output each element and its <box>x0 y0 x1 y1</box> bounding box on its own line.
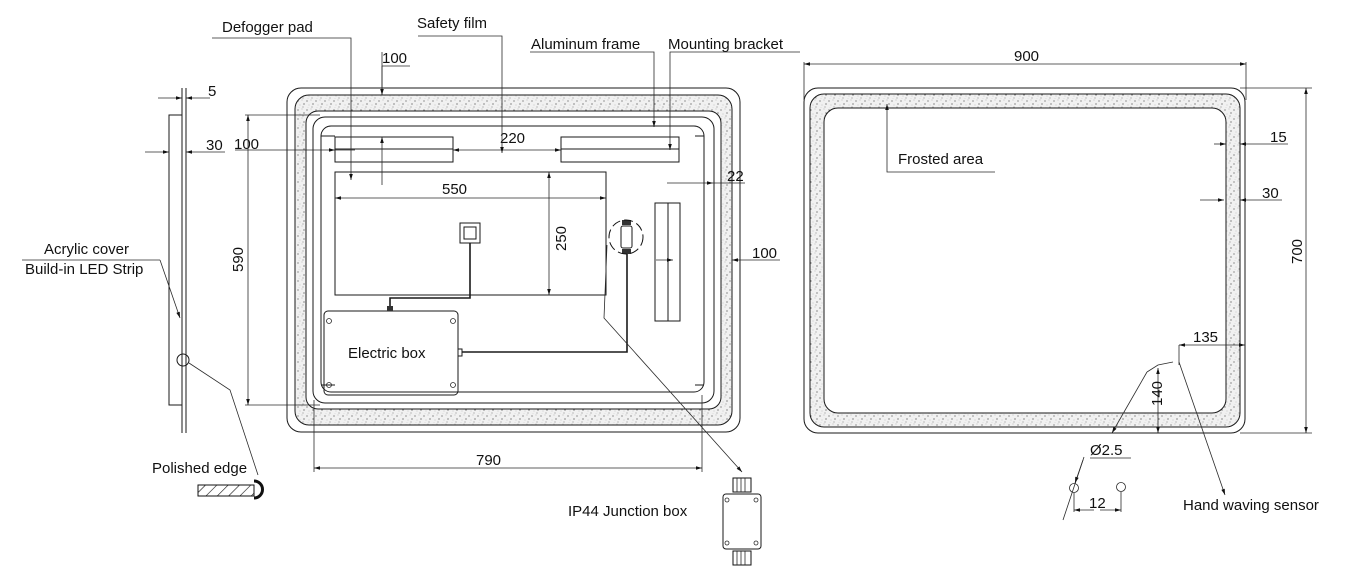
mirror-outline <box>803 87 1246 434</box>
gland-bottom <box>732 550 752 566</box>
dim-frost-inset: 15 <box>1270 129 1287 146</box>
label-polished-edge: Polished edge <box>152 460 247 477</box>
dim-sensor-x: 135 <box>1193 329 1218 346</box>
detail-circle-sensor <box>608 219 644 255</box>
side-view: 5 30 Acrylic cover Build-in LED Strip Po… <box>22 83 264 500</box>
label-aluminum-frame: Aluminum frame <box>531 36 640 53</box>
label-defogger-pad: Defogger pad <box>222 19 313 36</box>
sensor-wire <box>462 250 628 353</box>
sensor-marker <box>1146 361 1174 373</box>
box-port <box>457 348 463 357</box>
back-view: Electric box 100 100 590 220 550 <box>212 15 800 473</box>
sensor-module <box>620 225 633 249</box>
dim-frost-width: 30 <box>1262 185 1279 202</box>
aluminum-frame <box>312 116 715 404</box>
dim-defogger-width: 550 <box>442 181 467 198</box>
screw-icon <box>450 382 456 388</box>
dim-bracket-gap: 220 <box>500 130 525 147</box>
dim-width: 790 <box>476 452 501 469</box>
label-frosted-area: Frosted area <box>898 151 984 168</box>
label-acrylic-cover: Acrylic cover <box>44 241 129 258</box>
gland-top <box>732 477 752 493</box>
dim-defogger-height: 250 <box>553 226 570 251</box>
detail-circle <box>176 353 190 367</box>
label-junction-box: IP44 Junction box <box>568 503 688 520</box>
screw-icon <box>450 318 456 324</box>
dim-sensor-y: 140 <box>1149 381 1166 406</box>
leader-arrow <box>159 259 181 319</box>
frame-inner <box>320 125 705 393</box>
label-sensor: Hand waving sensor <box>1183 497 1319 514</box>
junction-box: IP44 Junction box <box>568 477 762 566</box>
leader-arrow <box>1111 371 1148 434</box>
leader-arrow <box>1074 459 1084 484</box>
front-view: 900 700 15 30 Frosted area 135 140 <box>803 48 1319 521</box>
dim-mirror-width: 900 <box>1014 48 1039 65</box>
junction-box-body <box>722 493 762 550</box>
dim-glass-thickness: 5 <box>208 83 216 100</box>
frame-profile <box>168 114 182 406</box>
hatched-glass-section <box>197 484 255 497</box>
leader-arrow <box>885 104 995 173</box>
screw-icon <box>724 540 730 546</box>
polished-edge-icon <box>253 479 264 500</box>
dim-height: 590 <box>230 247 247 272</box>
leader-arrow <box>1178 361 1226 496</box>
leader-arrow <box>668 51 800 150</box>
cable-gland-icon <box>387 306 393 311</box>
label-electric-box: Electric box <box>348 345 426 362</box>
dim-left-offset: 100 <box>234 136 259 153</box>
label-safety-film: Safety film <box>417 15 487 32</box>
leader-arrow <box>530 51 656 127</box>
frosted-band <box>294 94 733 426</box>
frosted-border <box>809 93 1241 428</box>
dim-mirror-height: 700 <box>1289 239 1306 264</box>
dim-depth: 30 <box>206 137 223 154</box>
leader-arrow <box>418 35 504 153</box>
dim-frame-inset: 22 <box>727 168 744 185</box>
defogger-connector-inner <box>463 226 477 240</box>
screw-icon <box>753 540 759 546</box>
sensor-hole <box>1069 483 1079 493</box>
screw-icon <box>326 382 332 388</box>
label-led-strip: Build-in LED Strip <box>25 261 143 278</box>
defogger-wire <box>389 243 471 310</box>
defogger-connector <box>459 222 481 244</box>
dim-top-offset: 100 <box>382 50 407 67</box>
label-mounting-bracket: Mounting bracket <box>668 36 784 53</box>
sensor-cap <box>622 220 631 225</box>
leader-arrow <box>212 37 353 180</box>
junction-leader <box>603 244 743 473</box>
dim-side-bracket-offset: 100 <box>752 245 777 262</box>
dim-sensor-spacing: 12 <box>1089 495 1106 512</box>
sensor-cap <box>622 249 631 254</box>
screw-icon <box>753 497 759 503</box>
dim-sensor-diameter: Ø2.5 <box>1090 442 1123 459</box>
leader-line <box>188 362 259 476</box>
screw-icon <box>724 497 730 503</box>
screw-icon <box>326 318 332 324</box>
sensor-hole <box>1116 482 1126 492</box>
